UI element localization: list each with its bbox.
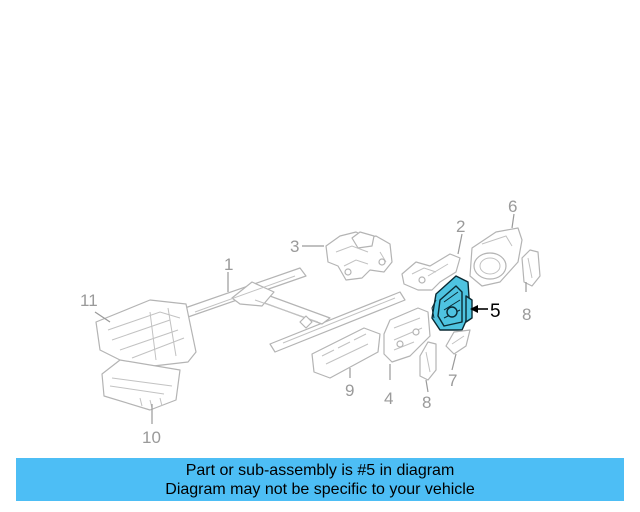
callout-5: 5	[490, 301, 501, 322]
caption-line-disclaimer: Diagram may not be specific to your vehi…	[165, 480, 475, 498]
part-1-seat-track	[181, 267, 406, 353]
part-3-adjuster-bracket	[325, 231, 393, 281]
part-4-switch-bracket	[383, 307, 431, 363]
diagram-caption-banner: Part or sub-assembly is #5 in diagram Di…	[16, 458, 624, 501]
part-7-switch	[445, 329, 471, 355]
callout-1: 1	[224, 255, 233, 274]
callout-6: 6	[508, 197, 517, 216]
part-2-bracket	[401, 253, 461, 291]
callout-8-lower: 8	[422, 393, 431, 412]
callout-7: 7	[448, 371, 457, 390]
caption-line-part-number: Part or sub-assembly is #5 in diagram	[185, 461, 455, 479]
callout-10: 10	[142, 428, 161, 447]
part-11-cushion-frame	[95, 299, 197, 369]
part-8-knob-upper	[521, 249, 541, 287]
part-9-switch-panel	[311, 327, 381, 379]
callout-8-upper: 8	[522, 305, 531, 324]
callout-11: 11	[80, 291, 98, 310]
callout-3: 3	[290, 237, 299, 256]
leader-lines	[94, 213, 527, 424]
part-5-highlighted	[431, 275, 473, 331]
parts-diagram: 1 2 3 4 5 6 7 8 8 9 10 11	[80, 197, 541, 447]
part-10-module	[101, 359, 181, 411]
part-6-switch-housing	[469, 227, 523, 287]
part-8-knob-lower	[419, 341, 437, 381]
callout-4: 4	[384, 389, 393, 408]
callout-9: 9	[345, 381, 354, 400]
callout-2: 2	[456, 217, 465, 236]
